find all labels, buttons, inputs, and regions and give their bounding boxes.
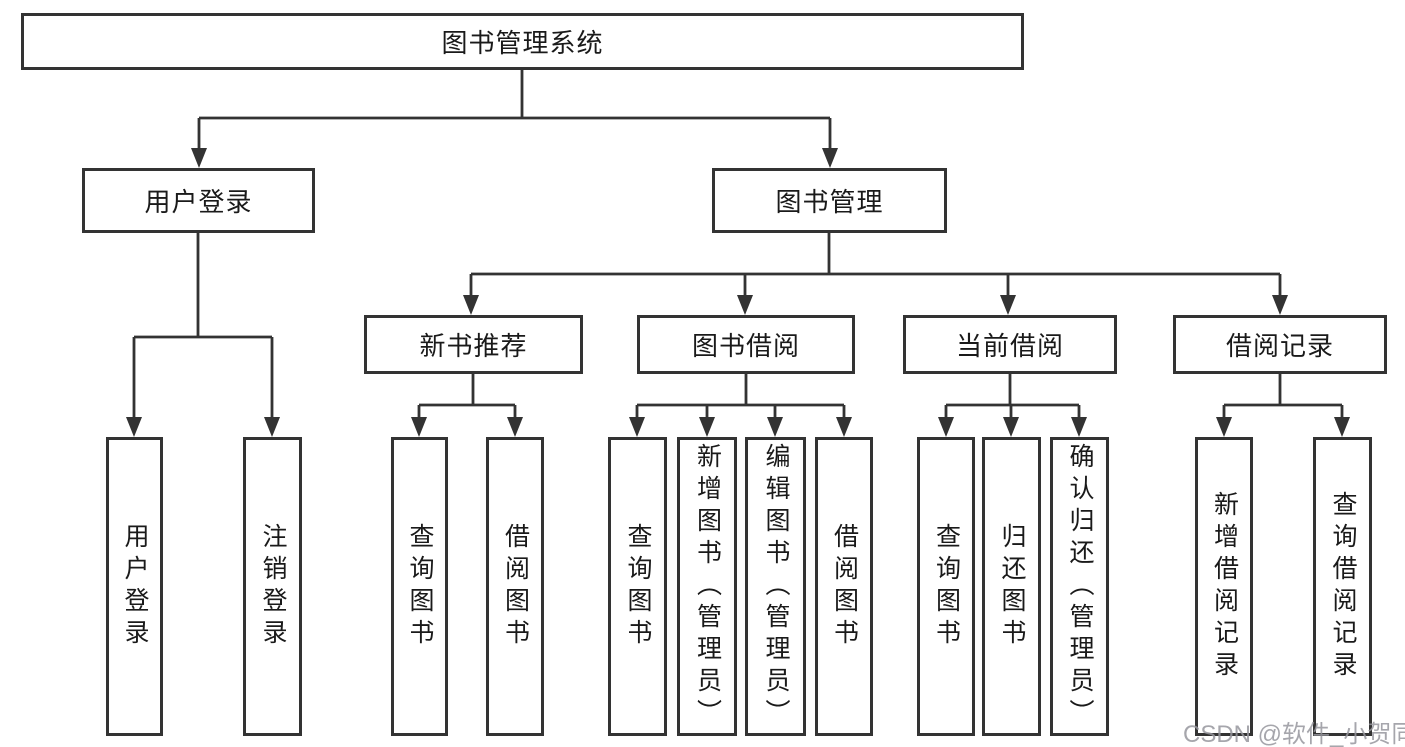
connector-path <box>1222 374 1344 417</box>
leaf-return-books: 归还图书 <box>982 437 1041 736</box>
node-label: 用户登录 <box>144 187 253 217</box>
node-label: 新书推荐 <box>419 331 528 361</box>
connector-lines <box>132 70 1344 417</box>
arrow-down-icon <box>126 417 142 437</box>
leaf-add-borrow-record: 新增借阅记录 <box>1195 437 1253 736</box>
leaf-edit-book-admin: 编辑图书（管理员） <box>745 437 806 736</box>
connector-path <box>469 233 1282 295</box>
leaf-query-books: 查询图书 <box>608 437 667 736</box>
arrow-down-icon <box>507 417 523 437</box>
node-new-book-recommend: 新书推荐 <box>364 315 583 374</box>
leaf-label: 查询图书 <box>932 522 961 651</box>
node-user-login: 用户登录 <box>82 168 315 233</box>
leaf-label: 查询图书 <box>406 522 434 651</box>
leaf-label: 新增图书（管理员） <box>693 442 722 731</box>
arrow-down-icon <box>191 148 207 168</box>
node-library-management-system: 图书管理系统 <box>21 13 1024 70</box>
leaf-label: 借阅图书 <box>830 522 859 651</box>
node-book-borrow: 图书借阅 <box>637 315 855 374</box>
arrow-down-icon <box>1334 417 1350 437</box>
leaf-label: 查询借阅记录 <box>1329 490 1357 683</box>
leaf-query-books: 查询图书 <box>391 437 448 736</box>
leaf-confirm-return-admin: 确认归还（管理员） <box>1050 437 1109 736</box>
connector-path <box>197 70 832 148</box>
arrow-down-icon <box>463 295 479 315</box>
node-borrow-records: 借阅记录 <box>1173 315 1387 374</box>
arrow-down-icon <box>629 417 645 437</box>
connector-path <box>132 233 274 417</box>
arrow-down-icon <box>767 417 783 437</box>
leaf-label: 借阅图书 <box>501 522 530 651</box>
leaf-query-borrow-record: 查询借阅记录 <box>1313 437 1372 736</box>
arrow-down-icon <box>1003 417 1019 437</box>
leaf-label: 注销登录 <box>259 522 287 651</box>
arrow-down-icon <box>1000 295 1016 315</box>
leaf-logout: 注销登录 <box>243 437 302 736</box>
leaf-add-book-admin: 新增图书（管理员） <box>677 437 737 736</box>
leaf-borrow-books: 借阅图书 <box>486 437 544 736</box>
leaf-borrow-books: 借阅图书 <box>815 437 873 736</box>
node-label: 图书管理系统 <box>441 28 604 58</box>
arrow-down-icon <box>737 295 753 315</box>
arrow-down-icon <box>822 148 838 168</box>
leaf-label: 归还图书 <box>998 522 1026 651</box>
arrow-down-icon <box>938 417 954 437</box>
watermark: CSDN @软件_小贺同学 <box>1183 721 1405 747</box>
node-label: 图书管理 <box>775 187 884 217</box>
arrow-down-icon <box>411 417 427 437</box>
leaf-label: 编辑图书（管理员） <box>762 442 790 731</box>
leaf-label: 确认归还（管理员） <box>1066 442 1094 731</box>
node-current-borrow: 当前借阅 <box>903 315 1117 374</box>
leaf-label: 新增借阅记录 <box>1210 490 1239 683</box>
arrow-down-icon <box>1272 295 1288 315</box>
leaf-label: 查询图书 <box>624 522 652 651</box>
leaf-user-login: 用户登录 <box>106 437 163 736</box>
connector-path <box>635 374 846 417</box>
arrow-down-icon <box>264 417 280 437</box>
arrowheads <box>126 148 1350 437</box>
node-label: 图书借阅 <box>691 331 800 361</box>
leaf-query-books: 查询图书 <box>917 437 975 736</box>
node-book-management: 图书管理 <box>712 168 947 233</box>
leaf-label: 用户登录 <box>121 522 149 651</box>
node-label: 当前借阅 <box>955 331 1064 361</box>
connector-path <box>417 374 517 417</box>
arrow-down-icon <box>1216 417 1232 437</box>
connector-path <box>944 374 1081 417</box>
node-label: 借阅记录 <box>1225 331 1334 361</box>
arrow-down-icon <box>699 417 715 437</box>
arrow-down-icon <box>836 417 852 437</box>
arrow-down-icon <box>1071 417 1087 437</box>
